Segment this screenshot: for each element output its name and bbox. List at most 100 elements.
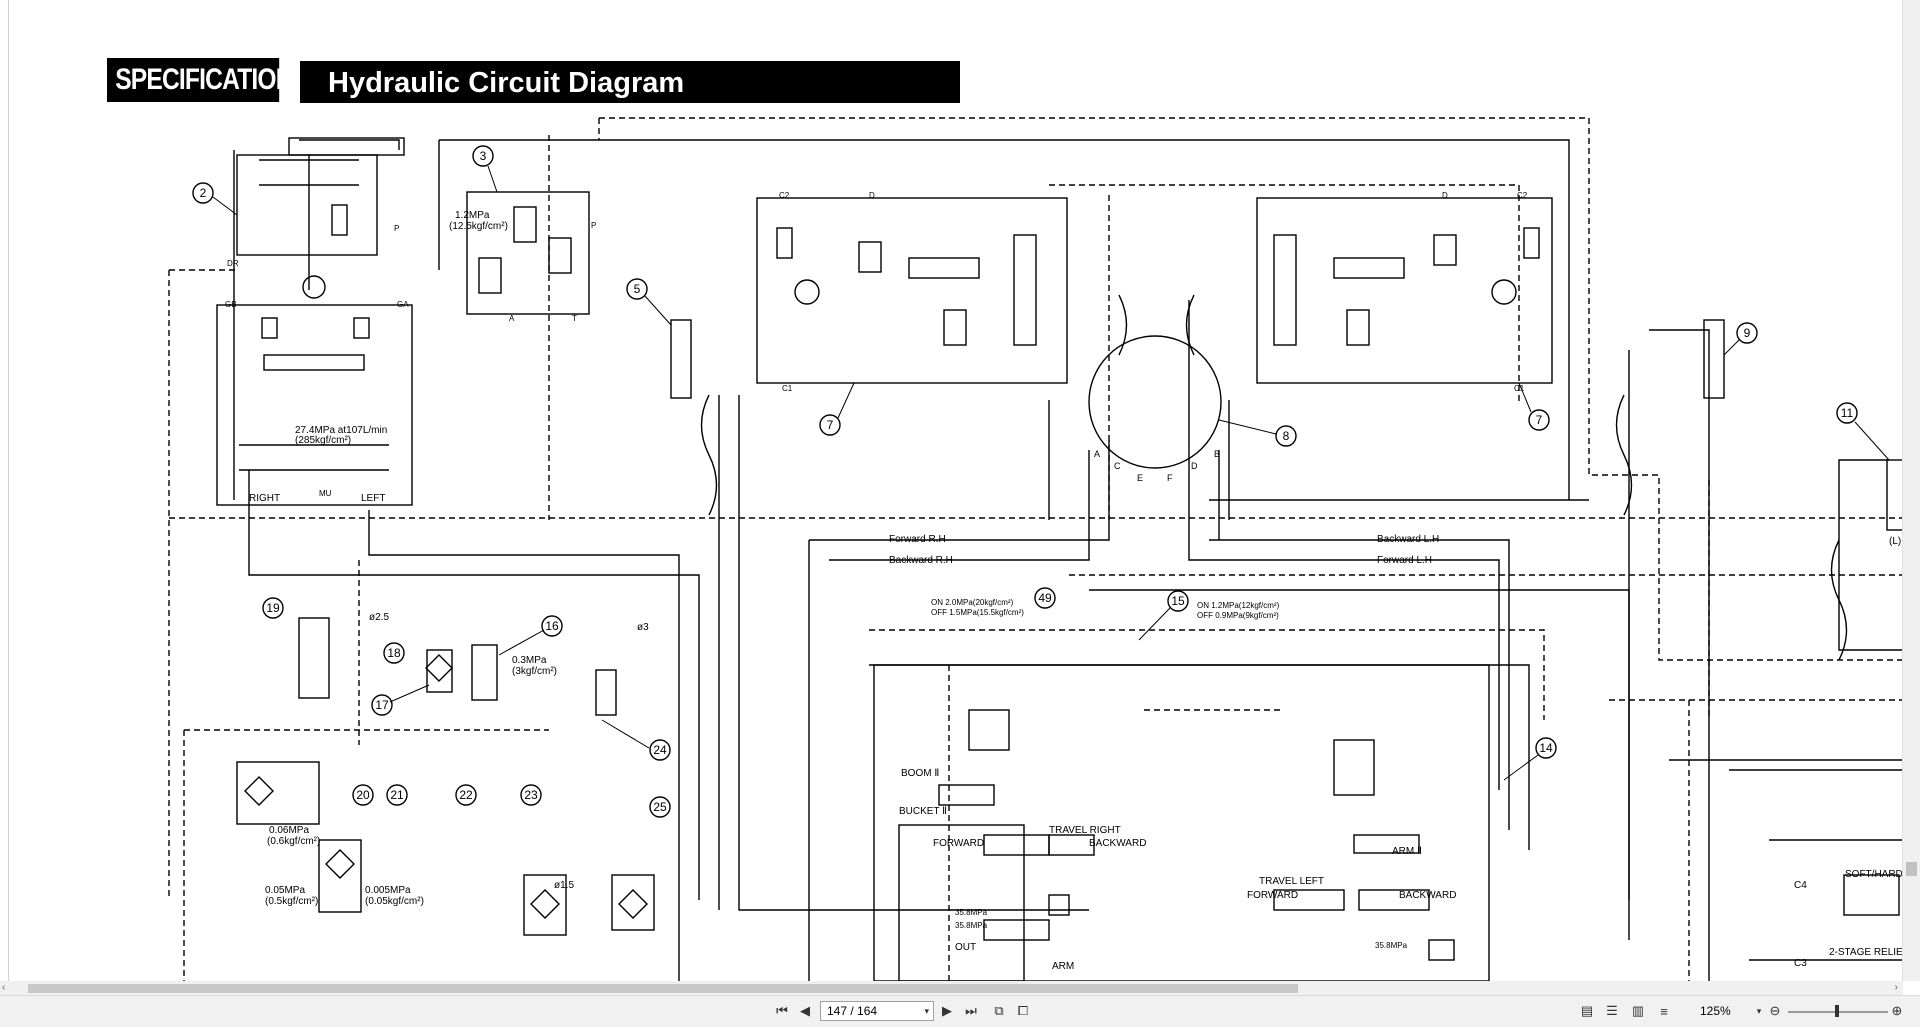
diagram-label: Forward R.H [889,534,946,545]
copy-page-icon[interactable]: ⧠ [1017,1003,1029,1018]
viewer-toolbar: ⏮ ◀ 147 / 164 ▾ ▶ ⏭ ⧉ ⧠ ▤ ☰ ▥ ≡ 125% ▾ ⊖… [0,995,1920,1027]
diagram-label: OUT [955,942,976,953]
scroll-right-icon[interactable]: › [1894,982,1898,993]
filter-group [236,617,655,936]
zoom-out-icon[interactable]: ⊖ [1769,1003,1781,1018]
two-page-continuous-icon[interactable]: ≡ [1660,1003,1668,1019]
horizontal-scrollbar-thumb[interactable] [28,984,1298,993]
diagram-label: ø2.5 [369,612,389,623]
diagram-label: (285kgf/cm²) [295,435,351,446]
diagram-label: ARM Ⅱ [1392,846,1422,857]
diagram-label: LEFT [361,493,385,504]
diagram-label: T [572,314,577,323]
diagram-label: 0.05MPa [265,885,305,896]
page-title: Hydraulic Circuit Diagram [297,61,960,103]
travel-motor-block-left [1256,197,1553,384]
callout-label: 3 [480,149,487,163]
diagram-label: (12.5kgf/cm²) [449,221,508,232]
scroll-left-icon[interactable]: ‹ [2,982,6,993]
page-number-field[interactable]: 147 / 164 ▾ [820,1001,934,1021]
callout-label: 7 [827,418,834,432]
callout-label: 9 [1744,326,1751,340]
swivel-joint [1088,335,1222,469]
previous-page-icon[interactable]: ◀ [800,1003,810,1018]
diagram-label: C1 [1514,384,1525,393]
diagram-label: A [1094,449,1100,459]
diagram-label: D [1191,461,1198,471]
vertical-scrollbar[interactable] [1902,0,1920,981]
vertical-scrollbar-thumb[interactable] [1906,862,1917,876]
diagram-label: 2-STAGE RELIE [1829,947,1903,958]
diagram-label: BACKWARD [1089,838,1146,849]
first-page-icon[interactable]: ⏮ [776,1003,788,1018]
callout-label: 2 [200,186,207,200]
diagram-label: (3kgf/cm²) [512,666,557,677]
callout-label: 23 [524,788,538,802]
callout-label: 11 [1841,406,1854,420]
zoom-in-icon[interactable]: ⊕ [1891,1003,1903,1018]
document-page: SPECIFICATIONS Hydraulic Circuit Diagram [8,0,1904,981]
diagram-label: RIGHT [249,493,280,504]
callout-label: 18 [387,646,401,660]
callout-label: 22 [459,788,473,802]
diagram-label: OFF 1.5MPa(15.5kgf/cm²) [931,608,1024,617]
diagram-label: C1 [782,384,793,393]
horizontal-scrollbar[interactable]: ‹ › [0,981,1903,995]
zoom-slider-knob[interactable] [1835,1005,1839,1017]
document-viewport[interactable]: SPECIFICATIONS Hydraulic Circuit Diagram [0,0,1920,981]
diagram-label: D [869,191,875,200]
diagram-label: B [1214,449,1220,459]
diagram-label: 27.4MPa at107L/min [295,425,387,436]
callout-label: 14 [1539,741,1553,755]
diagram-label: GB [225,300,237,309]
zoom-level: 125% [1700,1004,1731,1018]
diagram-label: FORWARD [1247,890,1298,901]
diagram-label: Backward R.H [889,555,953,566]
single-page-view-icon[interactable]: ▤ [1580,1003,1594,1018]
last-page-icon[interactable]: ⏭ [965,1003,977,1018]
diagram-label: 0.3MPa [512,655,547,666]
continuous-view-icon[interactable]: ☰ [1606,1003,1618,1018]
diagram-label: Backward L.H [1377,534,1439,545]
diagram-label: GA [397,300,409,309]
diagram-label: C2 [779,191,790,200]
diagram-label: C3 [1794,958,1807,969]
diagram-label: (0.05kgf/cm²) [365,896,424,907]
diagram-label: 0.06MPa [269,825,309,836]
bookmark-icon[interactable]: ⧉ [994,1003,1004,1018]
diagram-label: (0.6kgf/cm²) [267,836,320,847]
cylinder-9 [1703,319,1725,399]
two-page-view-icon[interactable]: ▥ [1631,1003,1645,1018]
diagram-label: A [509,314,515,323]
diagram-label: Forward L.H [1377,555,1432,566]
diagram-label: F [1167,473,1173,483]
pilot-valve-block [466,191,590,315]
diagram-label: 0.005MPa [365,885,411,896]
diagram-label: OFF 0.9MPa(9kgf/cm²) [1197,611,1279,620]
diagram-label: TRAVEL LEFT [1259,876,1324,887]
swing-motor-block [216,137,413,506]
diagram-label: SOFT/HARD [1845,869,1903,880]
callout-label: 19 [266,601,280,615]
diagram-label: P [394,224,399,233]
callout-label: 8 [1283,429,1290,443]
zoom-dropdown-icon[interactable]: ▾ [1756,1005,1762,1016]
cylinder-11 [1886,459,1904,531]
callout-label: 16 [545,619,559,633]
pilot-line-group [168,117,1904,981]
callout-label: 21 [390,788,404,802]
section-label: SPECIFICATIONS [107,58,309,102]
diagram-label: ø1.5 [554,880,574,891]
callout-label: 24 [653,743,667,757]
next-page-icon[interactable]: ▶ [942,1003,952,1018]
chevron-down-icon[interactable]: ▾ [924,1006,929,1016]
travel-motor-block-right [756,197,1068,384]
diagram-label: (0.5kgf/cm²) [265,896,318,907]
diagram-label: P [591,221,596,230]
diagram-label: (L) [1889,536,1901,547]
callout-label: 25 [653,800,667,814]
callout-label: 49 [1038,591,1052,605]
control-valve-area [873,664,1900,981]
diagram-label: MU [319,489,332,498]
hydraulic-circuit-diagram: 2 3 5 7 7 8 9 11 14 15 16 17 18 19 20 21… [168,117,1904,981]
